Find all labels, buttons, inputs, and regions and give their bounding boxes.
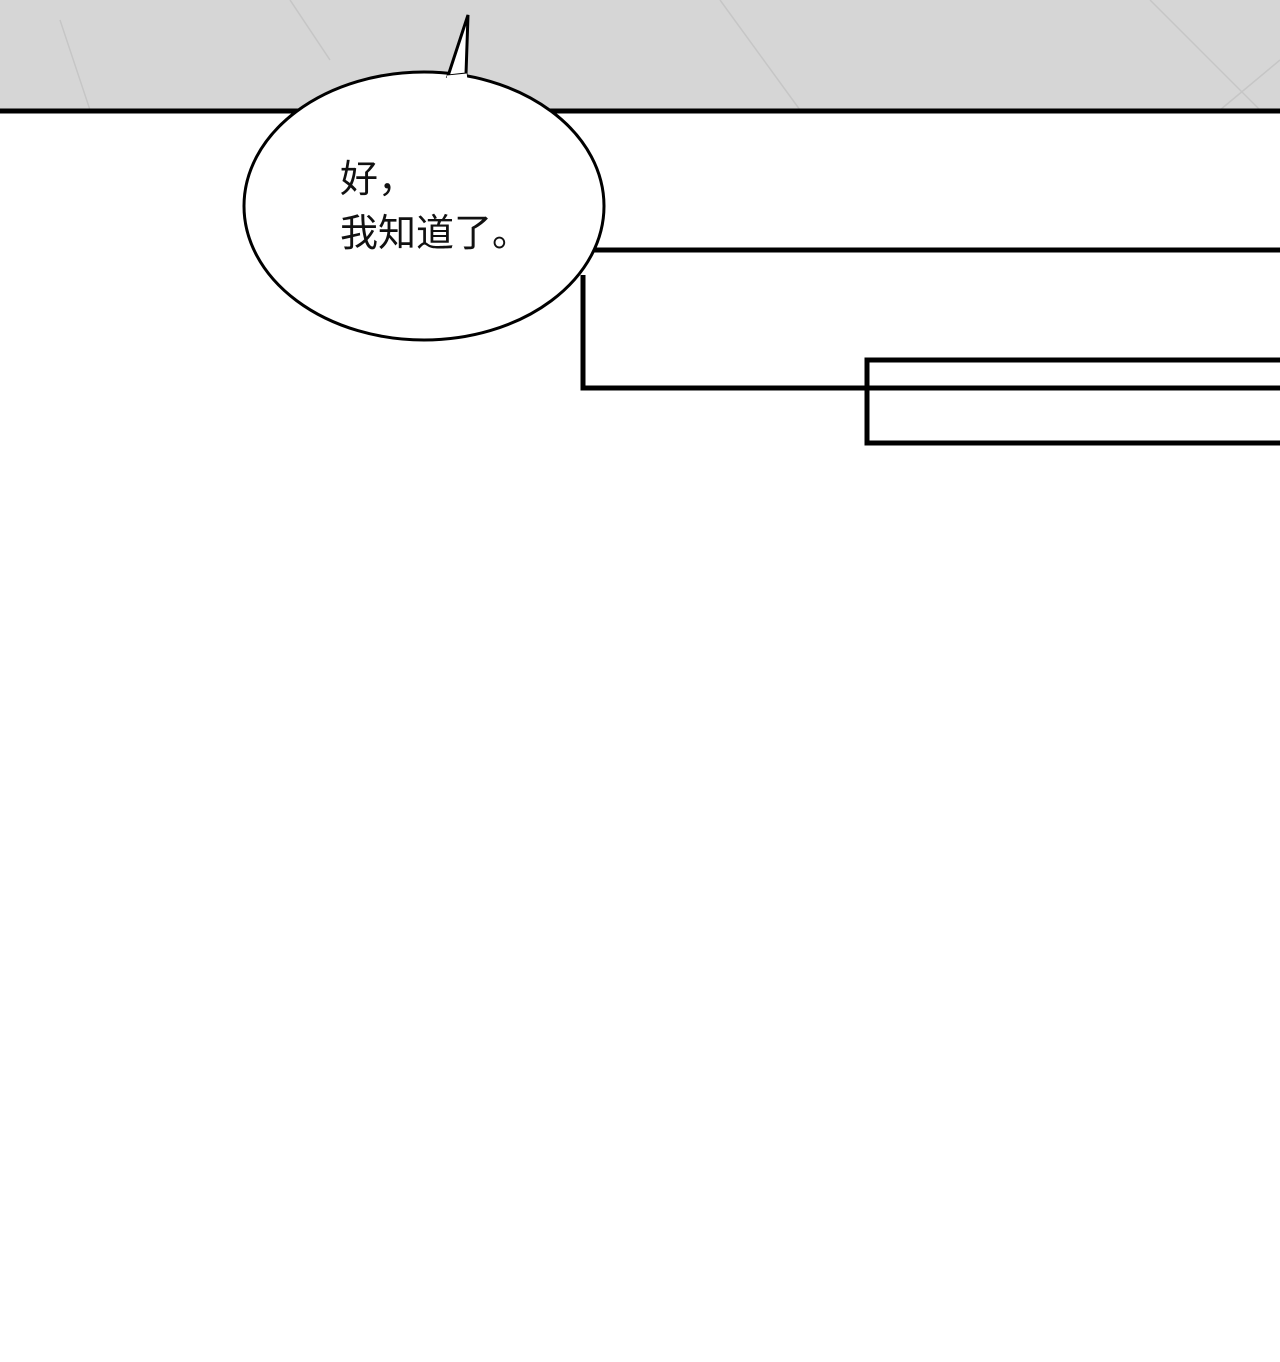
panel-frame-step <box>580 275 1280 391</box>
dialogue-line-2: 我知道了。 <box>340 211 531 255</box>
panel-frame-small <box>864 357 1280 446</box>
dialogue-line-1: 好， <box>340 157 417 201</box>
speech-bubble <box>242 14 606 342</box>
gray-background-panel <box>0 0 1280 112</box>
background-texture-lines <box>59 0 1280 111</box>
speech-bubble-text: 好， 我知道了。 <box>340 152 530 260</box>
